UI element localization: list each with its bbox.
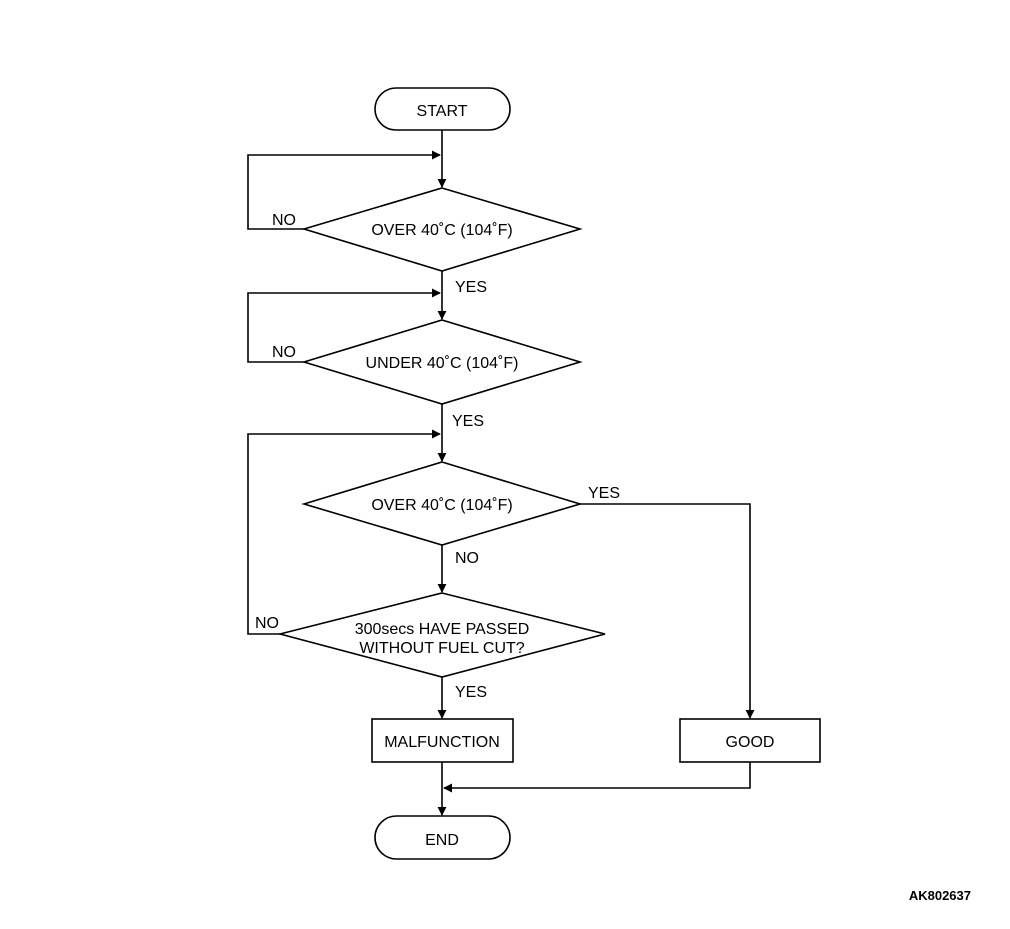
loop-no-d2 (247, 288, 441, 363)
malfunction-node: MALFUNCTION (371, 718, 514, 763)
decision-1-label: OVER 40˚C (104˚F) (371, 222, 512, 239)
decision-4: 300secs HAVE PASSED WITHOUT FUEL CUT? (276, 592, 606, 678)
end-terminal (374, 815, 511, 860)
figure-reference: AK802637 (909, 888, 971, 903)
decision-4-label-line2: WITHOUT FUEL CUT? (359, 640, 524, 657)
decision-3: OVER 40˚C (104˚F) (301, 461, 583, 546)
loop-no-d1 (247, 150, 441, 230)
label-no-2: NO (272, 344, 296, 361)
branch-labels: NO YES NO YES YES NO NO YES (255, 212, 620, 701)
decision-1-diamond (301, 187, 583, 272)
start-node: START (374, 87, 511, 131)
malfunction-box (371, 718, 514, 763)
label-no-3: NO (455, 550, 479, 567)
label-yes-3: YES (588, 485, 620, 502)
good-box (679, 718, 821, 763)
decision-2-label: UNDER 40˚C (104˚F) (366, 355, 519, 372)
label-no-1: NO (272, 212, 296, 229)
label-yes-1: YES (455, 279, 487, 296)
decision-2-diamond (301, 319, 583, 405)
label-yes-2: YES (452, 413, 484, 430)
label-yes-4: YES (455, 684, 487, 701)
decision-3-diamond (301, 461, 583, 546)
arrow-good-to-end (443, 762, 751, 793)
label-no-4: NO (255, 615, 279, 632)
connectors (247, 130, 755, 816)
decision-1: OVER 40˚C (104˚F) (301, 187, 583, 272)
start-terminal (374, 87, 511, 131)
loop-no-d4 (247, 429, 441, 635)
malfunction-label: MALFUNCTION (384, 734, 500, 751)
end-label: END (425, 832, 459, 849)
decision-2: UNDER 40˚C (104˚F) (301, 319, 583, 405)
decision-3-label: OVER 40˚C (104˚F) (371, 497, 512, 514)
decision-4-label-line1: 300secs HAVE PASSED (355, 621, 530, 638)
good-node: GOOD (679, 718, 821, 763)
good-label: GOOD (726, 734, 775, 751)
start-label: START (417, 103, 468, 120)
end-node: END (374, 815, 511, 860)
decision-4-diamond (276, 592, 606, 678)
arrow-d3-yes-to-good (580, 503, 755, 719)
